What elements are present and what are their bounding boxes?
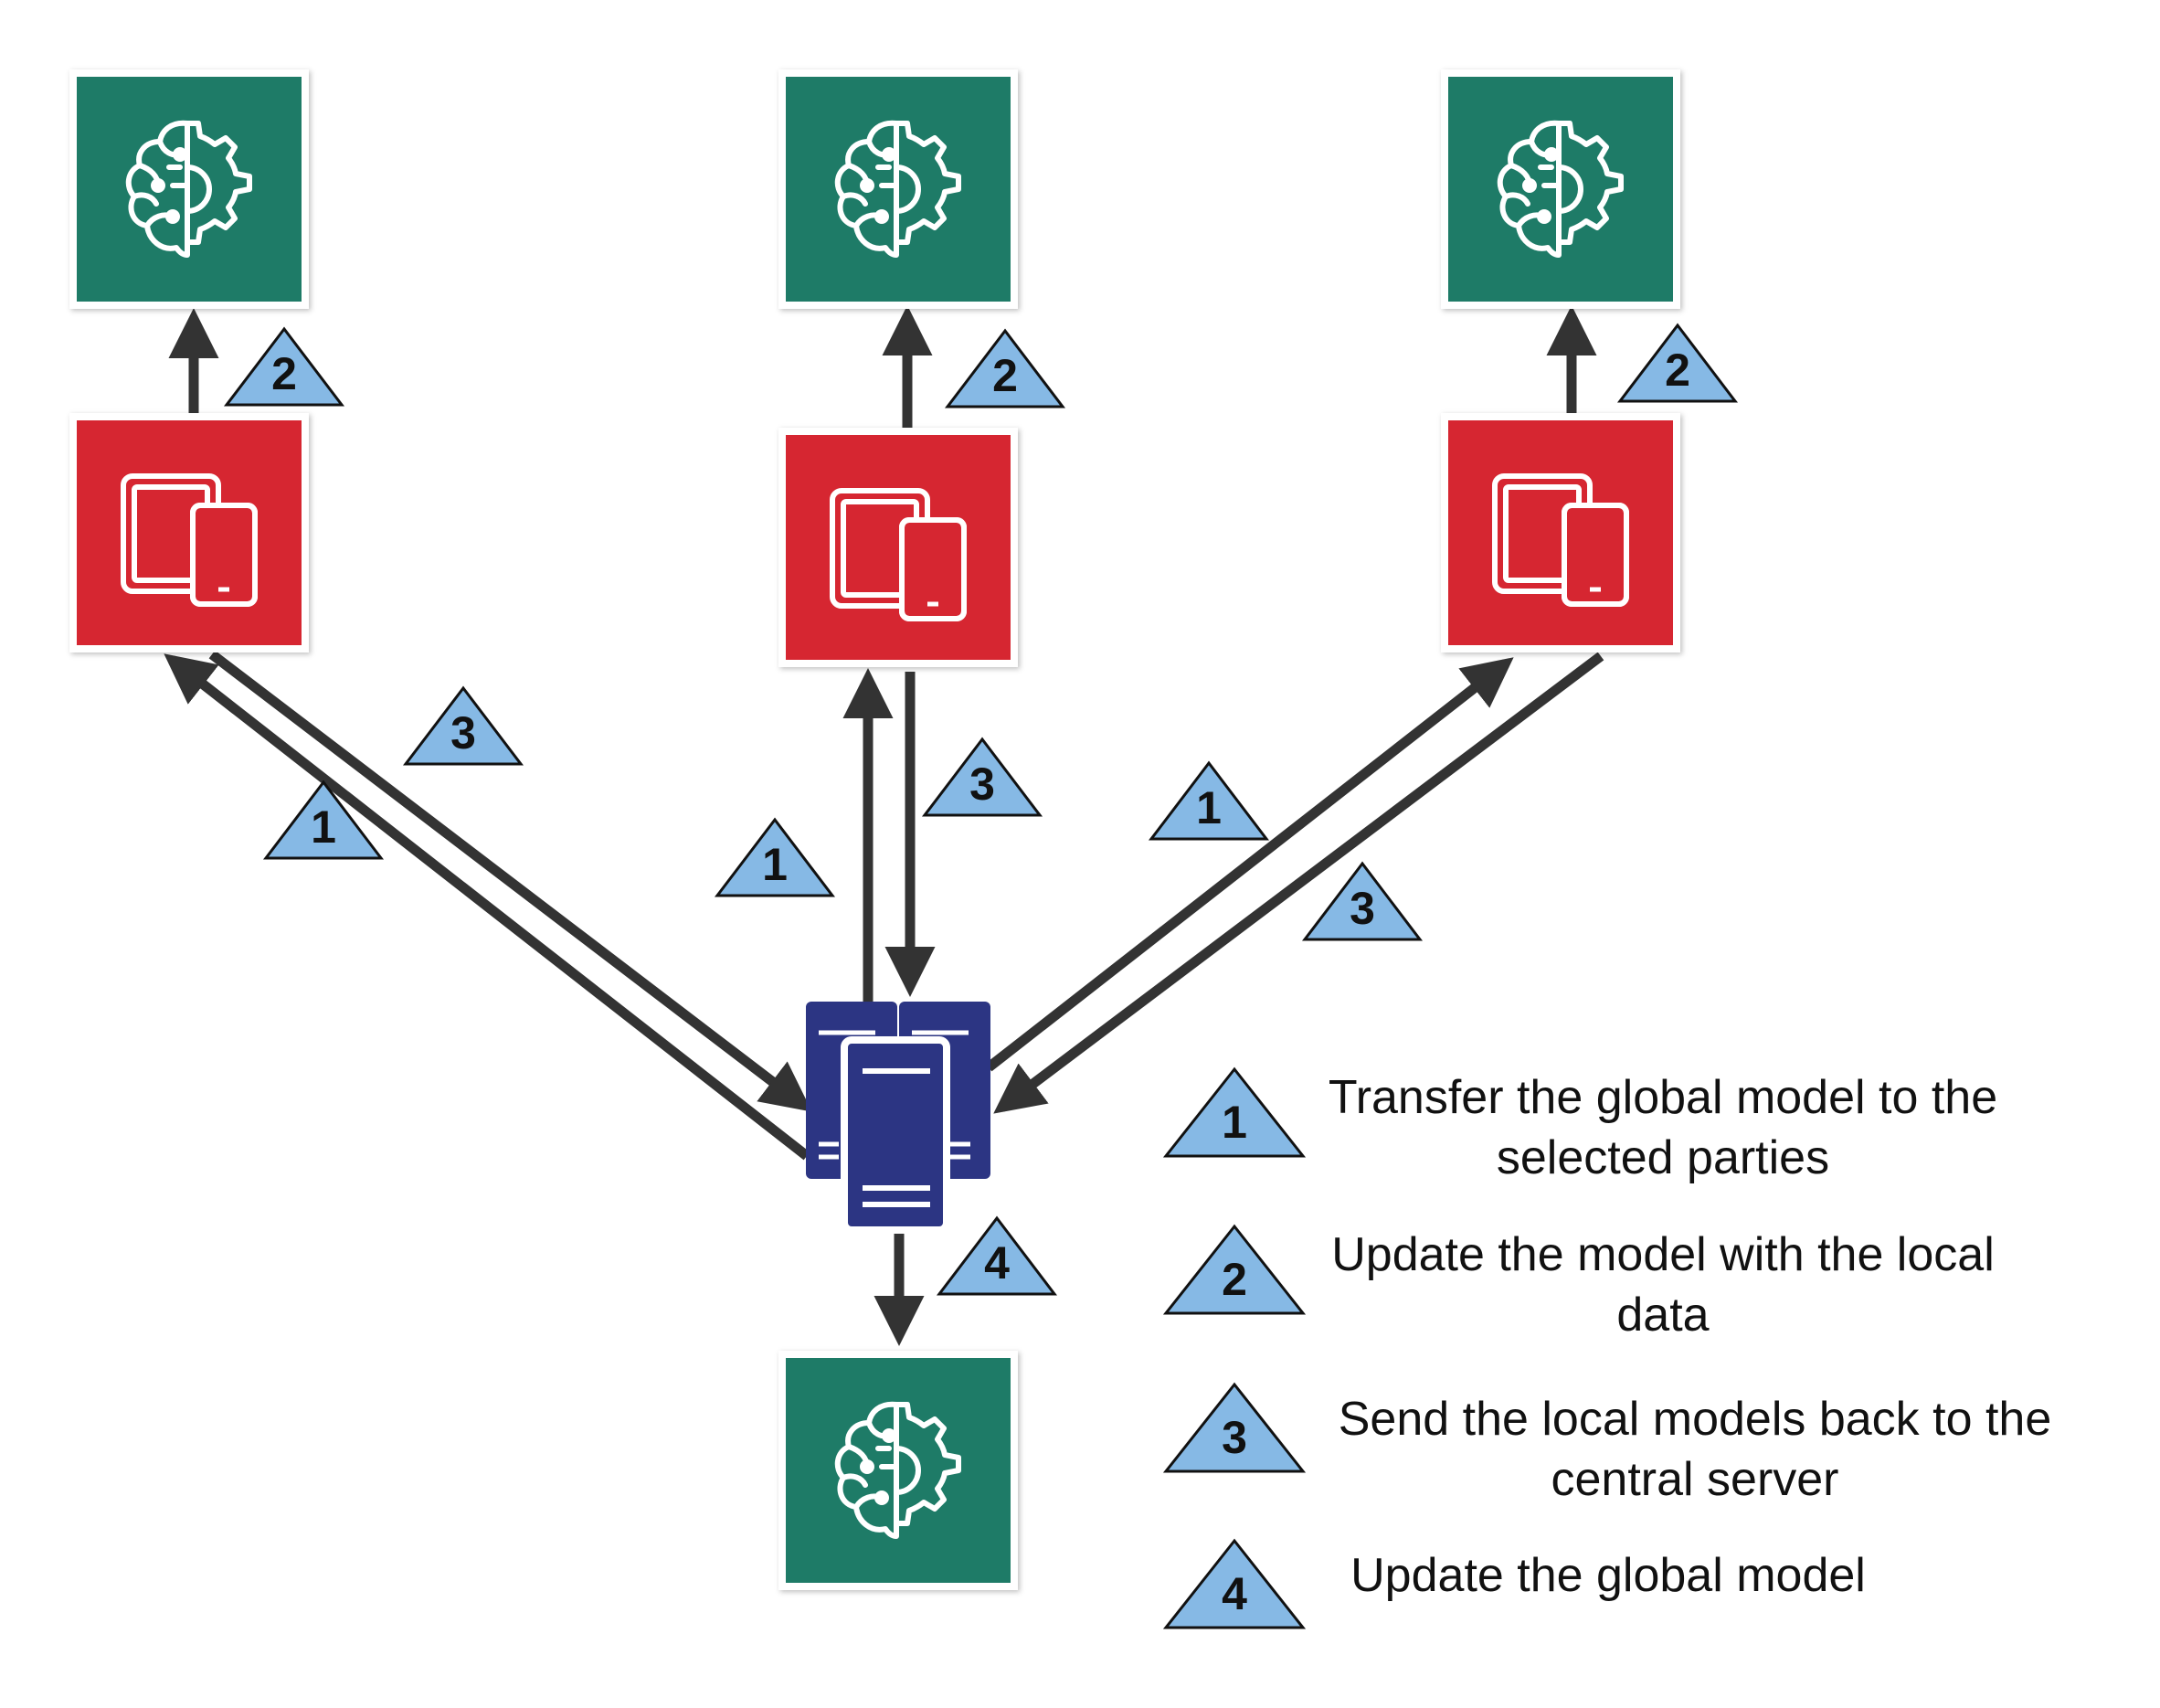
legend-text-1: Transfer the global model to the selecte… (1307, 1067, 2019, 1188)
legend-text-1-line1: Transfer the global model to the (1328, 1071, 1998, 1124)
step-badge-1-left: 1 (262, 780, 385, 860)
svg-text:1: 1 (1222, 1097, 1247, 1148)
model-node-right (1441, 69, 1680, 309)
global-model-node (778, 1351, 1018, 1590)
arrow-server-to-device-left (164, 653, 810, 1161)
svg-text:4: 4 (1222, 1568, 1247, 1619)
server-cluster-icon (806, 1002, 990, 1234)
svg-text:1: 1 (1196, 782, 1222, 833)
legend-text-2: Update the model with the local data (1307, 1225, 2019, 1345)
step-badge-2-center: 2 (944, 328, 1066, 408)
central-server (806, 1002, 990, 1234)
step-badge-4-center: 4 (936, 1215, 1058, 1296)
legend-text-2-line1: Update the model with the local (1331, 1228, 1995, 1281)
svg-text:1: 1 (762, 839, 788, 890)
legend-badge-4: 4 (1162, 1538, 1307, 1629)
device-node-left (69, 413, 309, 652)
legend-text-4: Update the global model (1307, 1545, 1910, 1606)
svg-text:2: 2 (1665, 345, 1690, 396)
legend-text-2-line2: data (1616, 1289, 1710, 1342)
arrow-server-to-device-right (985, 657, 1514, 1072)
svg-text:3: 3 (1222, 1412, 1247, 1463)
legend-text-4-line1: Update the global model (1350, 1549, 1866, 1602)
svg-text:3: 3 (450, 707, 476, 759)
step-badge-3-right: 3 (1301, 861, 1424, 941)
model-node-left (69, 69, 309, 309)
step-badge-3-left: 3 (402, 685, 524, 766)
legend-badges: 1 2 3 4 (1162, 1066, 1307, 1629)
svg-text:2: 2 (992, 350, 1018, 401)
model-node-center (778, 69, 1018, 309)
step-badge-2-left: 2 (223, 326, 345, 407)
step-badge-1-right: 1 (1148, 760, 1270, 841)
legend-badge-1: 1 (1162, 1066, 1307, 1158)
step-badge-1-center: 1 (714, 817, 836, 897)
legend-badge-2: 2 (1162, 1224, 1307, 1315)
svg-text:3: 3 (969, 759, 995, 810)
svg-text:1: 1 (311, 801, 336, 853)
legend-text-1-line2: selected parties (1496, 1131, 1830, 1184)
legend-badge-3: 3 (1162, 1382, 1307, 1473)
svg-text:4: 4 (984, 1237, 1010, 1289)
svg-text:2: 2 (1222, 1254, 1247, 1305)
arrow-device-left-to-server (208, 650, 812, 1112)
step-badge-3-center: 3 (921, 737, 1043, 817)
step-badges: 2 2 2 3 1 3 1 1 (223, 323, 1739, 1296)
arrows (164, 305, 1604, 1346)
svg-text:2: 2 (271, 348, 297, 399)
step-badge-2-right: 2 (1616, 323, 1739, 403)
legend-text-3: Send the local models back to the centra… (1307, 1389, 2083, 1510)
legend-text-3-line2: central server (1551, 1453, 1839, 1506)
arrow-device-right-to-server (993, 652, 1604, 1114)
svg-text:3: 3 (1350, 883, 1375, 934)
device-node-right (1441, 413, 1680, 652)
legend-text-3-line1: Send the local models back to the (1338, 1393, 2052, 1446)
device-node-center (778, 428, 1018, 667)
